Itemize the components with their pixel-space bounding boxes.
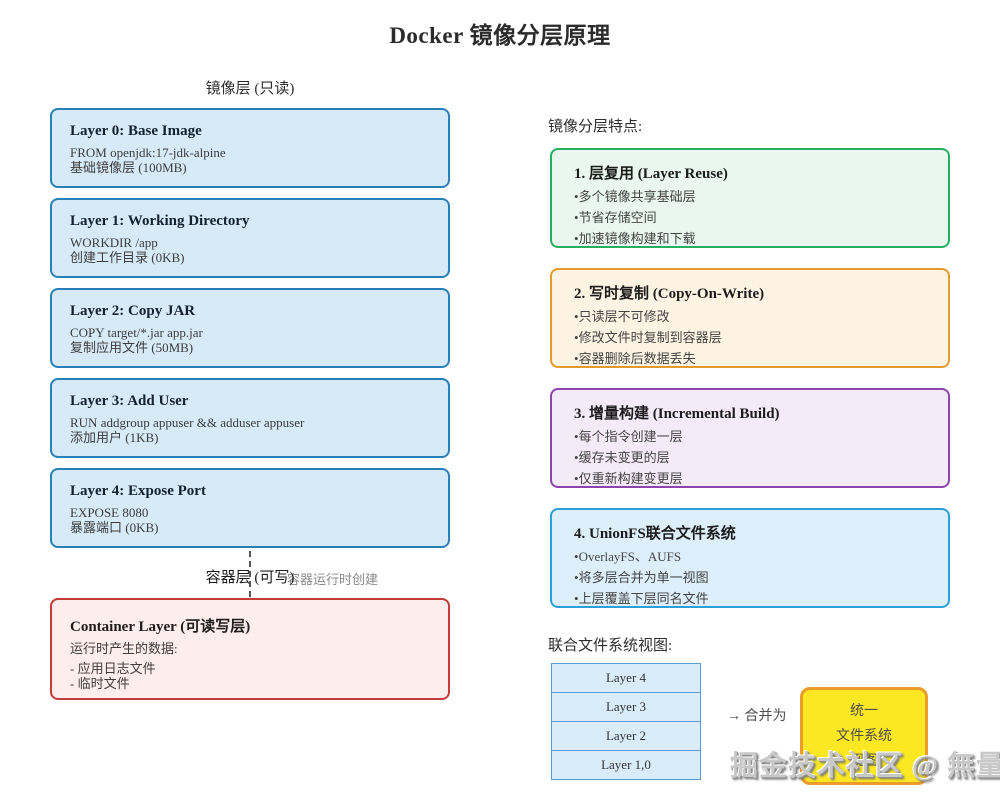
feature-title: 2. 写时复制 (Copy-On-Write) [574, 286, 765, 302]
feature-bullet: 每个指令创建一层 [574, 426, 938, 447]
feature-bullet: 只读层不可修改 [574, 306, 938, 327]
merge-arrow-label: → 合并为 [727, 709, 787, 724]
feature-box-copy-on-write: 2. 写时复制 (Copy-On-Write) 只读层不可修改 修改文件时复制到… [550, 268, 950, 368]
watermark: 掘金技术社区 @ 無量 [730, 751, 1000, 782]
layer-box-4: Layer 4: Expose Port EXPOSE 8080 暴露端口 (0… [50, 468, 450, 548]
merged-box-line: 统一 [850, 704, 878, 719]
layer-title: Layer 2: Copy JAR [70, 303, 196, 319]
container-layer-title: Container Layer (可读写层) [70, 619, 251, 635]
feature-box-incremental-build: 3. 增量构建 (Incremental Build) 每个指令创建一层 缓存未… [550, 388, 950, 488]
layer-box-0: Layer 0: Base Image FROM openjdk:17-jdk-… [50, 108, 450, 188]
feature-title: 3. 增量构建 (Incremental Build) [574, 406, 780, 422]
unionfs-view-header: 联合文件系统视图: [548, 638, 673, 654]
container-layer-item: - 应用日志文件 [70, 661, 156, 676]
container-layer-box: Container Layer (可读写层) 运行时产生的数据: - 应用日志文… [50, 598, 450, 700]
stack-row: Layer 3 [551, 692, 701, 722]
layer-command: WORKDIR /app [70, 235, 158, 250]
layer-desc: 创建工作目录 (0KB) [70, 250, 185, 265]
layer-desc: 添加用户 (1KB) [70, 430, 159, 445]
feature-bullet: 多个镜像共享基础层 [574, 186, 938, 207]
merged-box-line: 文件系统 [836, 729, 892, 744]
runtime-created-label: 容器运行时创建 [287, 572, 379, 587]
layer-command: FROM openjdk:17-jdk-alpine [70, 145, 226, 160]
layer-box-1: Layer 1: Working Directory WORKDIR /app … [50, 198, 450, 278]
dashed-connector-line [249, 551, 251, 597]
feature-bullet: 仅重新构建变更层 [574, 468, 938, 489]
layer-desc: 暴露端口 (0KB) [70, 520, 159, 535]
stack-row: Layer 4 [551, 663, 701, 693]
feature-bullet: OverlayFS、AUFS [574, 546, 938, 567]
layer-title: Layer 1: Working Directory [70, 213, 250, 229]
container-layer-header: 容器层 (可写) [205, 570, 295, 586]
layer-desc: 基础镜像层 (100MB) [70, 160, 187, 175]
container-layer-item: - 临时文件 [70, 676, 130, 691]
feature-title: 4. UnionFS联合文件系统 [574, 526, 736, 542]
merged-filesystem-box: 统一 文件系统 视图 [800, 687, 928, 785]
merged-box-line: 视图 [850, 754, 878, 769]
container-layer-subtitle: 运行时产生的数据: [70, 641, 178, 656]
feature-bullet: 加速镜像构建和下载 [574, 228, 938, 249]
features-header: 镜像分层特点: [548, 119, 643, 135]
layer-title: Layer 0: Base Image [70, 123, 202, 139]
unionfs-layer-stack: Layer 4 Layer 3 Layer 2 Layer 1,0 [551, 663, 701, 780]
feature-bullet: 上层覆盖下层同名文件 [574, 588, 938, 609]
layer-title: Layer 3: Add User [70, 393, 189, 409]
image-layers-header: 镜像层 (只读) [205, 81, 295, 97]
stack-row: Layer 1,0 [551, 750, 701, 780]
layer-command: COPY target/*.jar app.jar [70, 325, 203, 340]
layer-command: EXPOSE 8080 [70, 505, 149, 520]
feature-title: 1. 层复用 (Layer Reuse) [574, 166, 728, 182]
layer-command: RUN addgroup appuser && adduser appuser [70, 415, 305, 430]
feature-bullet: 缓存未变更的层 [574, 447, 938, 468]
feature-bullet: 将多层合并为单一视图 [574, 567, 938, 588]
feature-bullet: 容器删除后数据丢失 [574, 348, 938, 369]
stack-row: Layer 2 [551, 721, 701, 751]
layer-box-2: Layer 2: Copy JAR COPY target/*.jar app.… [50, 288, 450, 368]
page-title: Docker 镜像分层原理 [389, 23, 611, 48]
feature-box-layer-reuse: 1. 层复用 (Layer Reuse) 多个镜像共享基础层 节省存储空间 加速… [550, 148, 950, 248]
layer-box-3: Layer 3: Add User RUN addgroup appuser &… [50, 378, 450, 458]
layer-title: Layer 4: Expose Port [70, 483, 206, 499]
feature-bullet: 修改文件时复制到容器层 [574, 327, 938, 348]
feature-box-unionfs: 4. UnionFS联合文件系统 OverlayFS、AUFS 将多层合并为单一… [550, 508, 950, 608]
layer-desc: 复制应用文件 (50MB) [70, 340, 194, 355]
feature-bullet: 节省存储空间 [574, 207, 938, 228]
